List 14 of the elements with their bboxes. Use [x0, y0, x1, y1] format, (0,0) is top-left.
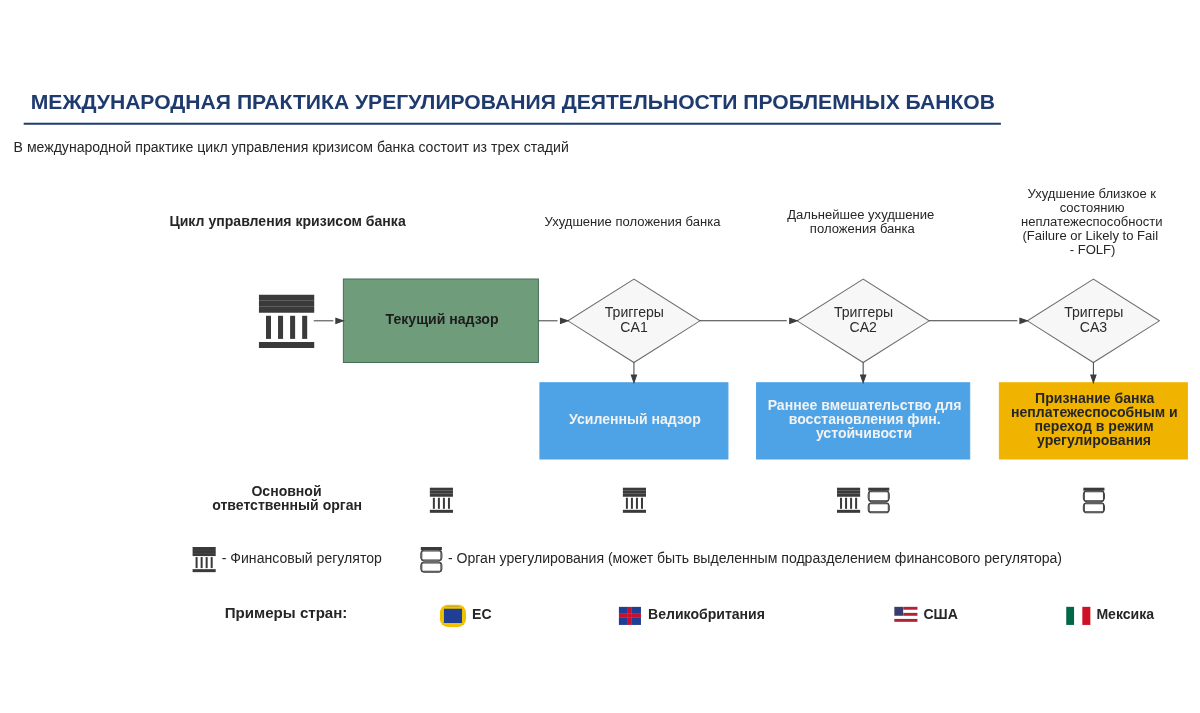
label: США	[923, 605, 958, 622]
label: Ухудшение положения банка	[544, 214, 721, 230]
diagram-title: МЕЖДУНАРОДНАЯ ПРАКТИКА УРЕГУЛИРОВАНИЯ ДЕЯТЕЛЬНОСТИ ПРОБЛЕМНЫХ БАНКОВ	[30, 90, 996, 114]
label: Примеры стран:	[224, 604, 348, 622]
label: Ухудшение близкое к состоянию неплатежеспособности (Failure or Likely to Fail - FOLF)	[1020, 186, 1163, 258]
label: Цикл управления кризисом банка	[169, 212, 406, 229]
label: Дальнейшее ухудшение положения банка	[787, 207, 935, 237]
legend-label: - Орган урегулирования (может быть выделенным подразделением финансового регулятора)	[447, 550, 1063, 567]
label: Основной ответственный орган	[212, 482, 362, 514]
label: ЕС	[472, 605, 492, 622]
label: В международной практике цикл управления кризисом банка состоит из трех стадий	[13, 139, 569, 156]
label: Мексика	[1096, 605, 1155, 622]
legend-label: - Финансовый регулятор	[221, 550, 382, 567]
label: Великобритания	[648, 605, 765, 622]
